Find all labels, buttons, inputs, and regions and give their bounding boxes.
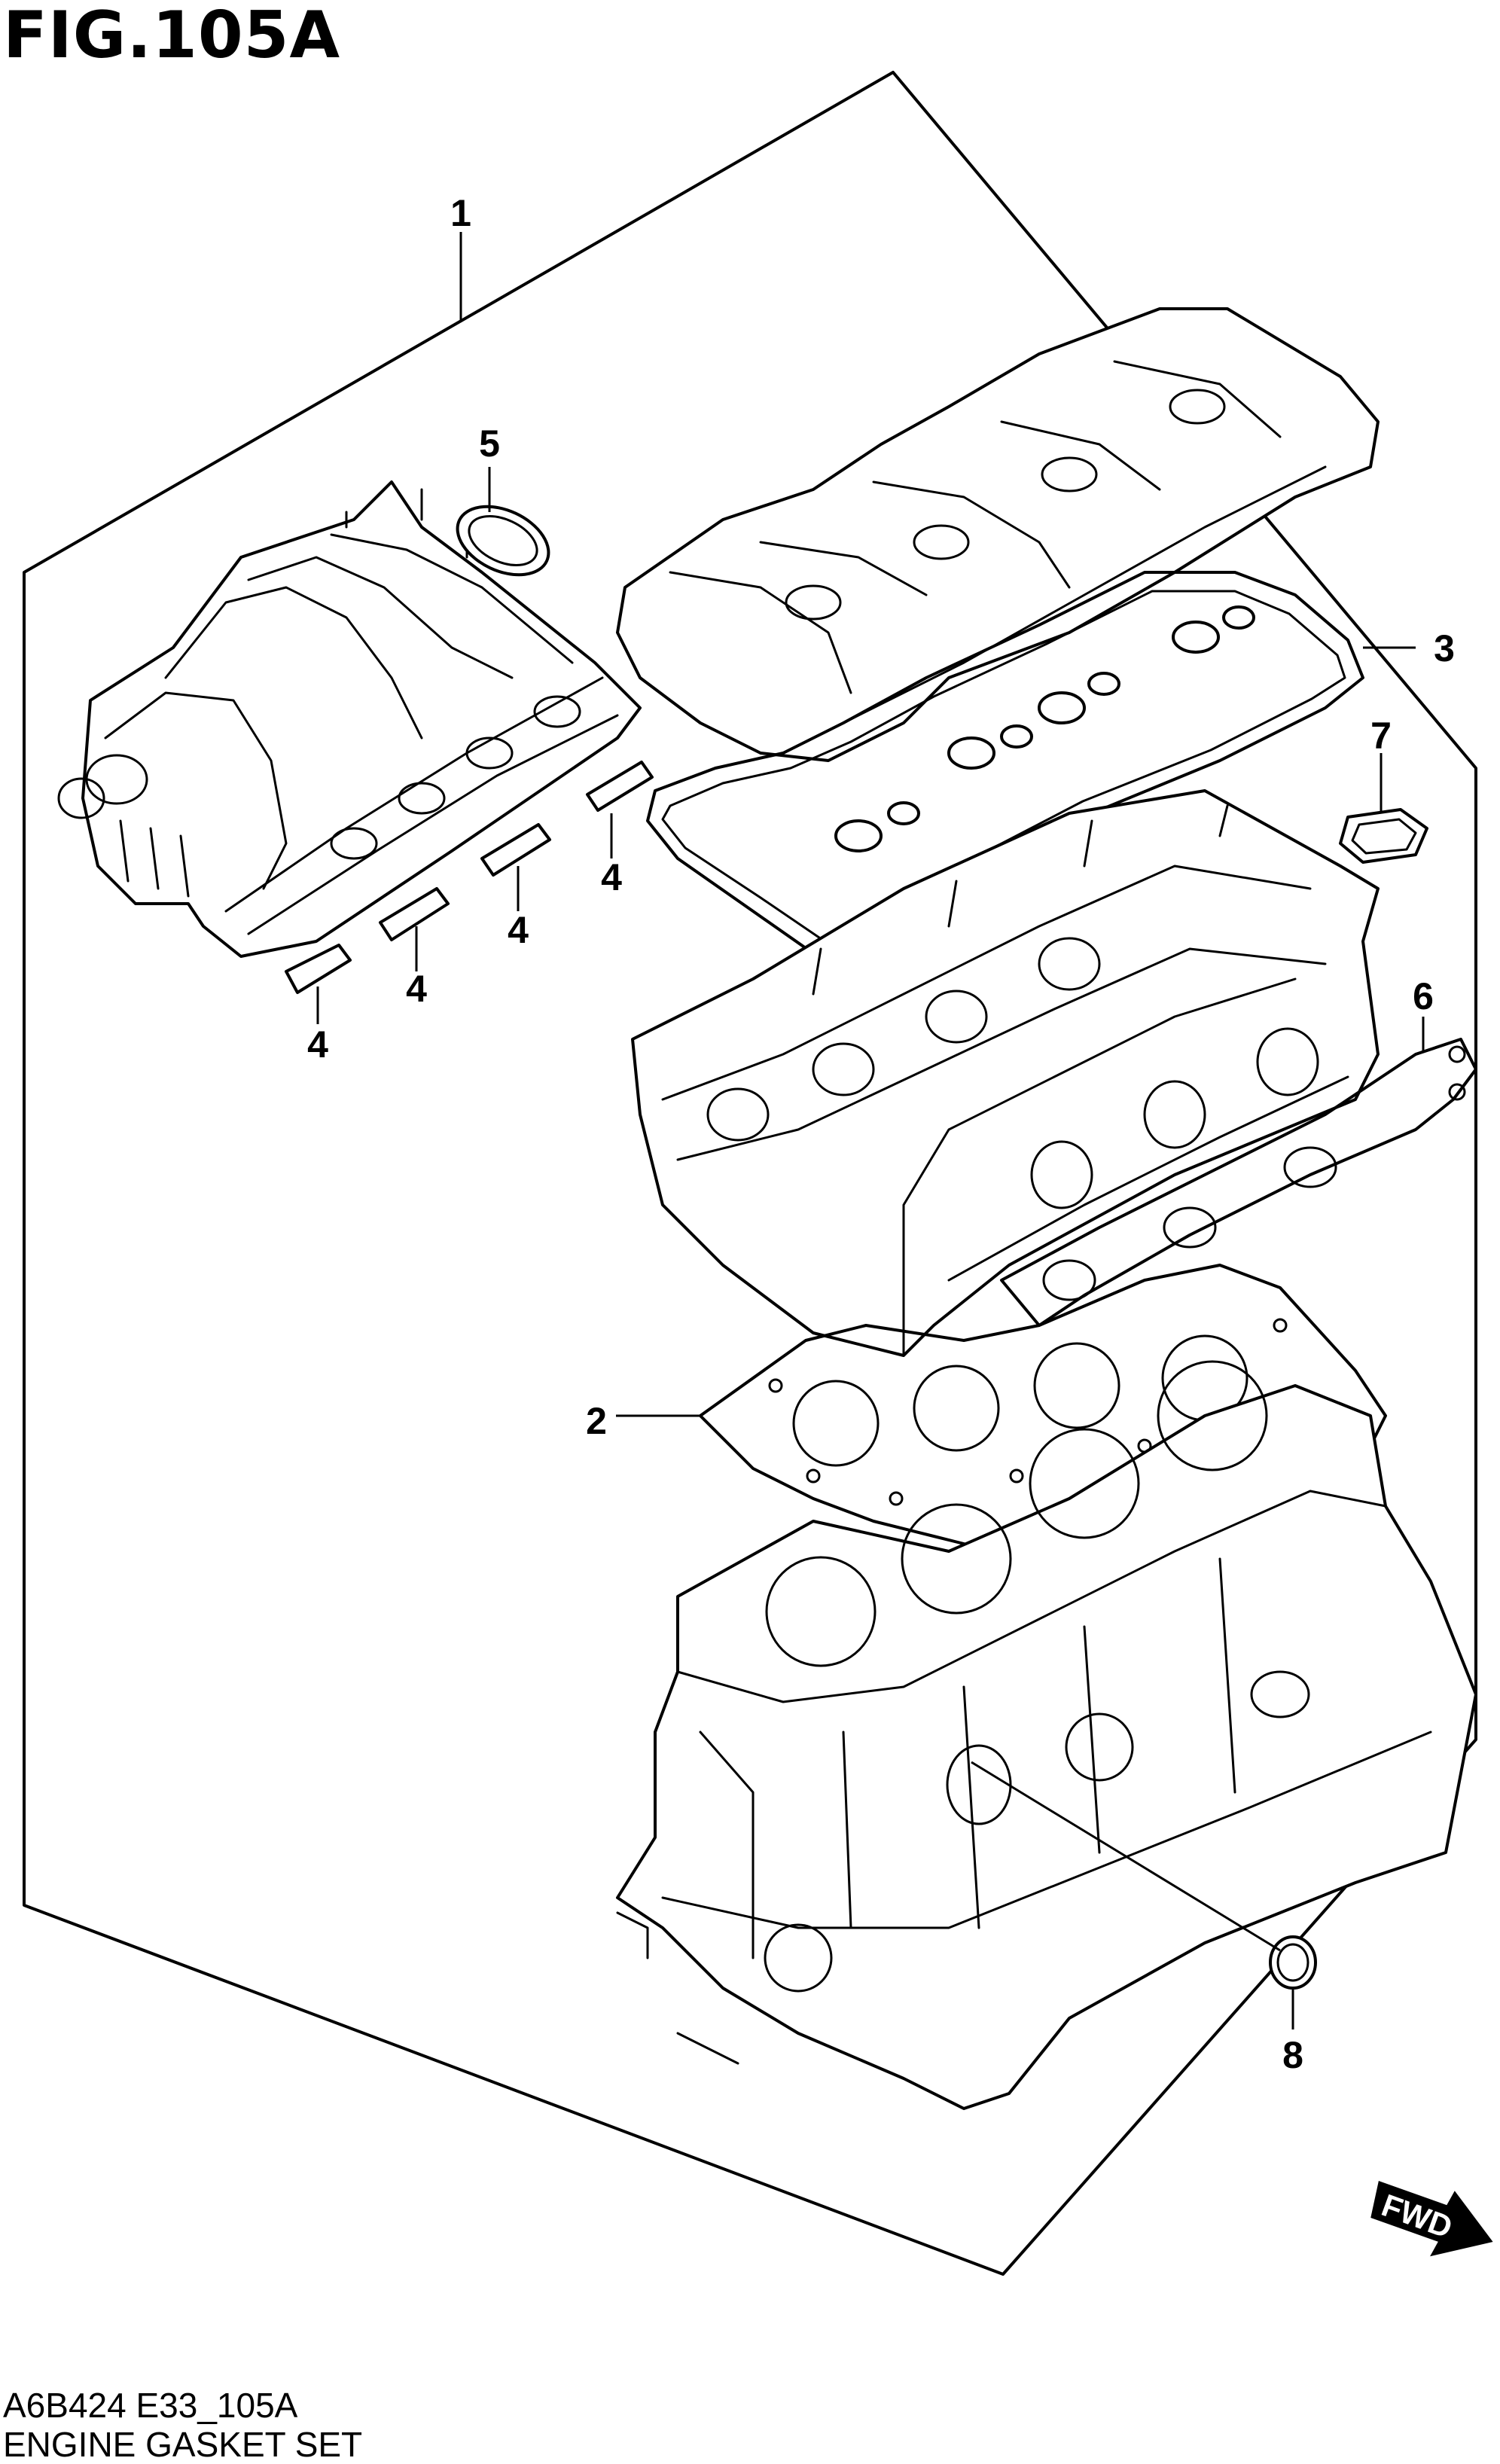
figure-code: A6B424 E33_105A [3, 2386, 298, 2425]
water-outlet-gasket [1339, 808, 1428, 864]
callout-6: 6 [1413, 975, 1434, 1017]
cylinder-head [631, 789, 1380, 1357]
kit-boundary [23, 71, 1477, 2276]
callout-8: 8 [1282, 2034, 1303, 2076]
intake-manifold [57, 480, 642, 958]
forward-direction-arrow: FWD [1370, 2181, 1493, 2257]
callout-4-d: 4 [601, 856, 622, 898]
leader-lines [316, 232, 1425, 2029]
callout-4-a: 4 [307, 1023, 328, 1066]
intake-port-gaskets [285, 761, 654, 994]
callout-2: 2 [586, 1400, 607, 1442]
throttle-body-gasket [456, 505, 550, 577]
exhaust-manifold-gasket [1000, 1038, 1477, 1327]
figure-title: FIG.105A [3, 0, 340, 73]
figure-name: ENGINE GASKET SET [3, 2425, 362, 2464]
o-ring [1269, 1935, 1317, 1990]
callout-5: 5 [479, 422, 500, 465]
callout-4-c: 4 [508, 909, 529, 951]
callout-4-b: 4 [406, 968, 427, 1010]
callout-7: 7 [1370, 715, 1392, 757]
valve-cover-gasket [646, 571, 1364, 965]
valve-cover [616, 307, 1380, 762]
cylinder-block [616, 1360, 1477, 2110]
callouts: 1 2 3 4 4 4 4 5 6 7 8 [307, 192, 1455, 2076]
callout-1: 1 [450, 192, 471, 234]
callout-3: 3 [1434, 627, 1455, 669]
